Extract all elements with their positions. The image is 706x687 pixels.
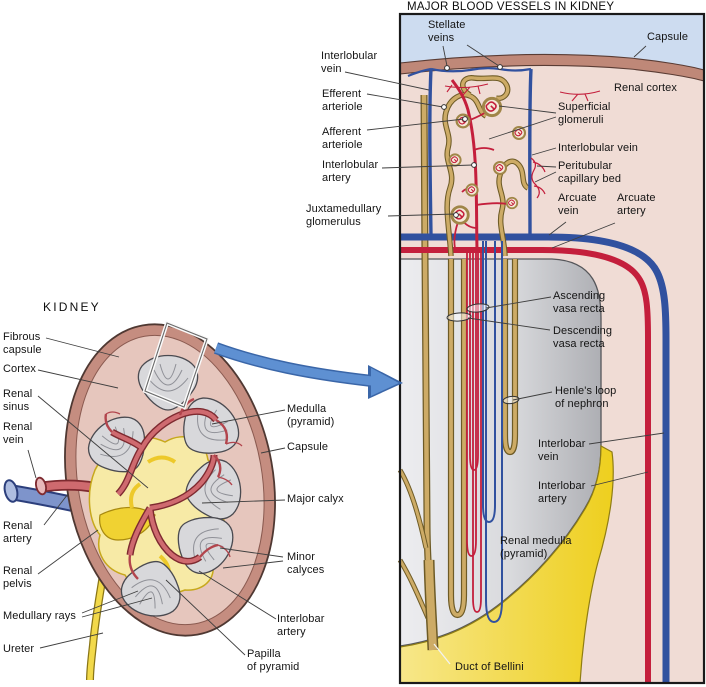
label-interlobar-artery-detail: Interlobar artery [538,480,586,506]
label-papilla-of-pyramid: Papilla of pyramid [247,648,300,674]
label-descending-vasa-recta: Descending vasa recta [553,325,613,351]
label-henles-loop: Henle's loop of nephron [555,385,617,411]
arcuate-interlobar-vein [400,233,670,683]
label-renal-artery: Renal artery [3,520,33,546]
label-renal-cortex: Renal cortex [614,82,677,94]
label-minor-calyces: Minor calyces [287,551,325,577]
label-major-calyx: Major calyx [287,493,344,505]
label-ascending-vasa-recta: Ascending vasa recta [553,290,606,316]
label-renal-vein: Renal vein [3,421,33,447]
renal-sinus-region [399,444,614,684]
calyces [129,455,218,581]
magnification-arrow-icon [213,342,403,399]
label-arcuate-vein: Arcuate vein [558,192,597,218]
label-capsule-kidney: Capsule [287,441,329,453]
label-ureter: Ureter [3,643,35,655]
label-fibrous-capsule: Fibrous capsule [3,331,42,357]
arcuate-interlobar-artery [400,247,651,683]
label-efferent-arteriole: Efferent arteriole [322,88,363,114]
label-medulla-pyramid: Medulla (pyramid) [287,403,335,429]
label-interlobar-artery-kidney: Interlobar artery [277,613,325,639]
label-renal-pelvis: Renal pelvis [3,565,33,591]
label-interlobular-artery: Interlobular artery [322,159,379,185]
label-renal-sinus: Renal sinus [3,388,33,414]
cortex-vessels [407,67,601,257]
label-interlobular-vein-left: Interlobular vein [321,50,378,76]
kidney-illustration [3,320,276,681]
label-juxtamedullary-glomerulus: Juxtamedullary glomerulus [306,203,382,229]
label-renal-medulla: Renal medulla (pyramid) [500,535,572,561]
label-medullary-rays: Medullary rays [3,610,76,622]
label-duct-of-bellini: Duct of Bellini [455,661,524,673]
label-arcuate-artery: Arcuate artery [617,192,656,218]
leader-lines [27,44,665,665]
anchor-dots [441,64,503,218]
label-stellate-veins: Stellate veins [428,19,466,45]
label-cortex: Cortex [3,363,36,375]
label-interlobar-vein: Interlobar vein [538,438,586,464]
label-superficial-glomeruli: Superficial glomeruli [558,101,611,127]
label-interlobular-vein-right: Interlobular vein [558,142,638,154]
label-capsule-detail: Capsule [647,31,689,43]
renal-artery-branches [104,397,243,580]
label-afferent-arteriole: Afferent arteriole [322,126,363,152]
medulla-loops [446,241,520,624]
kidney-title: KIDNEY [43,300,101,314]
label-peritubular-capillary-bed: Peritubular capillary bed [558,160,622,186]
detail-panel [397,12,706,685]
detail-panel-border [398,12,706,685]
duct-of-bellini-tubes [397,94,439,651]
detail-panel-title: MAJOR BLOOD VESSELS IN KIDNEY [407,1,615,13]
